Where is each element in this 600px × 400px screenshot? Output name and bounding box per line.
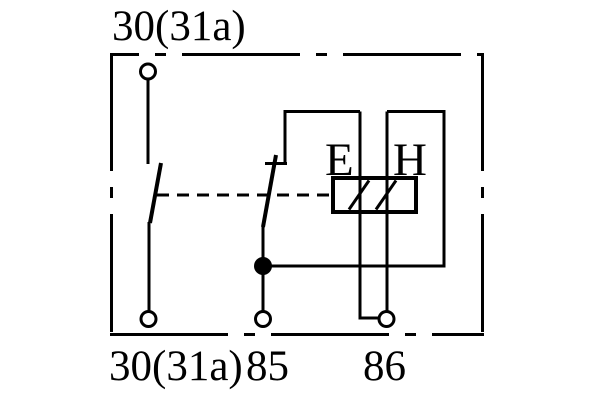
label-terminal-30-bottom: 30(31a): [109, 343, 243, 390]
contact-blade-30: [148, 162, 163, 224]
h-winding-loop-and-return-wire: [263, 110, 446, 268]
e-winding-top-loop: [283, 110, 360, 164]
e-winding-wire: [358, 111, 379, 320]
terminal-circle-30-top: [139, 62, 157, 81]
terminal-circle-30-bottom: [139, 310, 158, 328]
contact-blade-85: [261, 154, 278, 228]
label-terminal-85: 85: [246, 343, 289, 390]
label-winding-e: E: [325, 134, 354, 186]
coil-slash-2: [374, 179, 398, 211]
terminal-circle-85: [254, 310, 272, 328]
label-terminal-30-top: 30(31a): [112, 3, 246, 50]
terminal-circle-86: [377, 310, 396, 328]
coil-slash-1: [347, 179, 371, 211]
branch-86-coil: [263, 110, 446, 328]
label-terminal-86: 86: [363, 343, 406, 390]
relay-coil: [331, 176, 418, 214]
relay-housing-border: [110, 53, 484, 336]
branch-30-31a: [139, 62, 163, 328]
label-winding-h: H: [393, 134, 427, 186]
coil-box: [331, 176, 418, 214]
